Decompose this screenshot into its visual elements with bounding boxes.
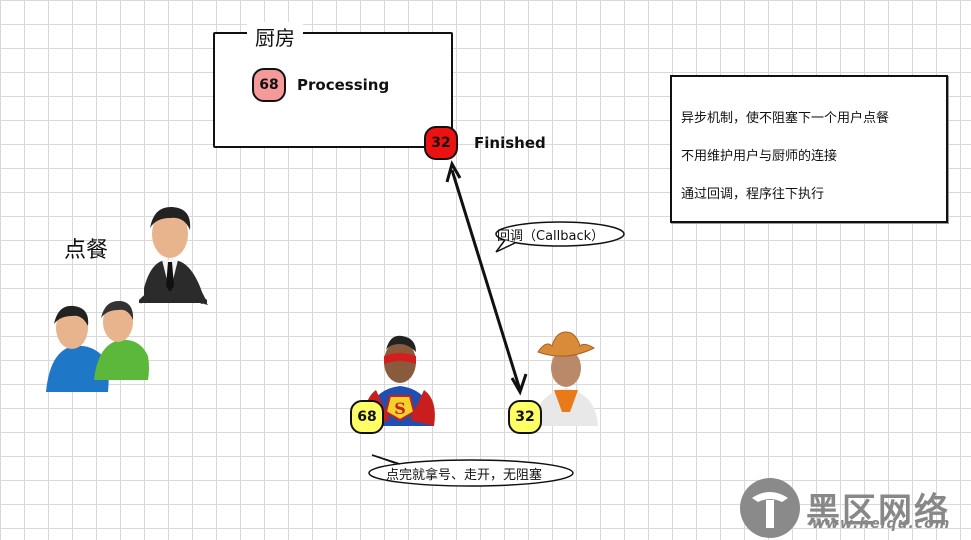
info-line-2: 不用维护用户与厨师的连接 [681, 149, 838, 164]
kitchen-title: 厨房 [247, 22, 303, 51]
watermark-text: 黑区网络 [806, 491, 950, 531]
finished-label: Finished [474, 134, 546, 152]
info-box: 异步机制，使不阻塞下一个用户点餐 不用维护用户与厨师的连接 通过回调，程序往下执… [670, 75, 948, 223]
nonblocking-bubble-text: 点完就拿号、走开，无阻塞 [386, 468, 543, 483]
customer-ticket-badge: 68 [350, 400, 384, 434]
watermark-url: www.heiqu.com [812, 516, 951, 532]
watermark-logo-icon [740, 478, 800, 538]
info-line-3: 通过回调，程序往下执行 [681, 187, 825, 202]
info-line-1: 异步机制，使不阻塞下一个用户点餐 [681, 111, 890, 126]
waiter-ticket-badge: 32 [508, 400, 542, 434]
finished-ticket-badge: 32 [424, 126, 458, 160]
person-group-icon [46, 206, 208, 392]
order-label: 点餐 [64, 238, 109, 263]
processing-label: Processing [297, 76, 390, 94]
cowboy-icon [534, 331, 598, 426]
processing-ticket-badge: 68 [252, 68, 286, 102]
callback-bubble-text: 回调（Callback） [497, 229, 605, 244]
svg-text:S: S [394, 399, 406, 418]
